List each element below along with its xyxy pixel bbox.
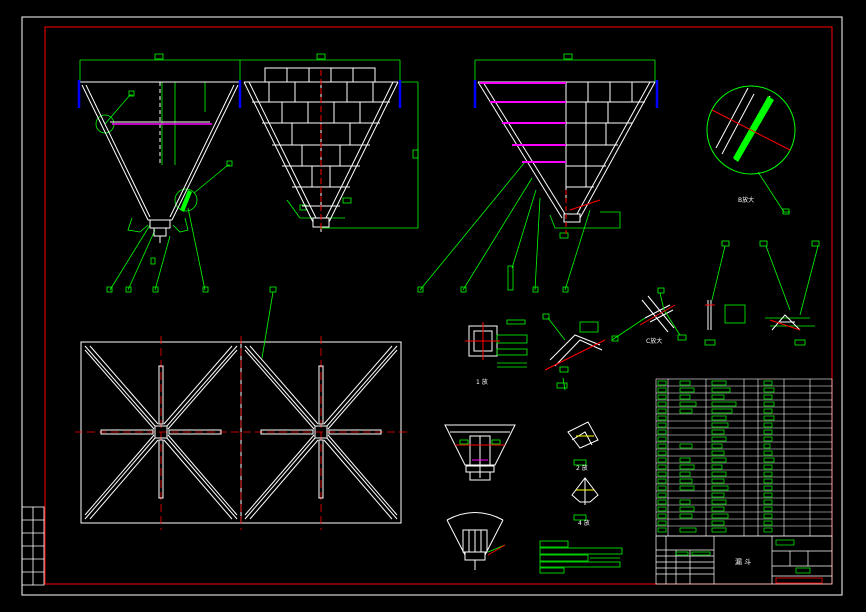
- detail-2-view: [444, 424, 516, 481]
- detail-c-label: C放大: [646, 337, 662, 345]
- detail-3-view: [446, 512, 506, 570]
- hopper-front-view: [77, 53, 242, 293]
- detail-bracket-views: [704, 240, 820, 346]
- parts-list-table: [655, 378, 833, 537]
- detail-1-label: 1 放: [476, 378, 488, 386]
- detail-4-label: 4 放: [578, 519, 590, 527]
- parts-list-entries: [657, 380, 775, 533]
- hopper-plan-view: [75, 286, 407, 530]
- detail-c-view: C放大: [611, 287, 687, 345]
- title-block-title: 漏 斗: [735, 557, 751, 566]
- detail-1-view: 1 放: [465, 319, 528, 386]
- detail-2-label: 2 放: [576, 464, 588, 472]
- hopper-side-view: [240, 53, 419, 232]
- detail-small-brackets: 2 放 4 放: [567, 421, 599, 527]
- hopper-section-view: [417, 53, 659, 293]
- plate-stack-detail: [539, 540, 623, 574]
- detail-angle-view: [542, 313, 606, 391]
- binding-margin-table: [21, 506, 45, 586]
- detail-b-label: B放大: [738, 196, 754, 204]
- title-block: 漏 斗: [655, 535, 833, 585]
- detail-b-circle: B放大: [706, 85, 796, 215]
- sheet-frame: [21, 16, 843, 596]
